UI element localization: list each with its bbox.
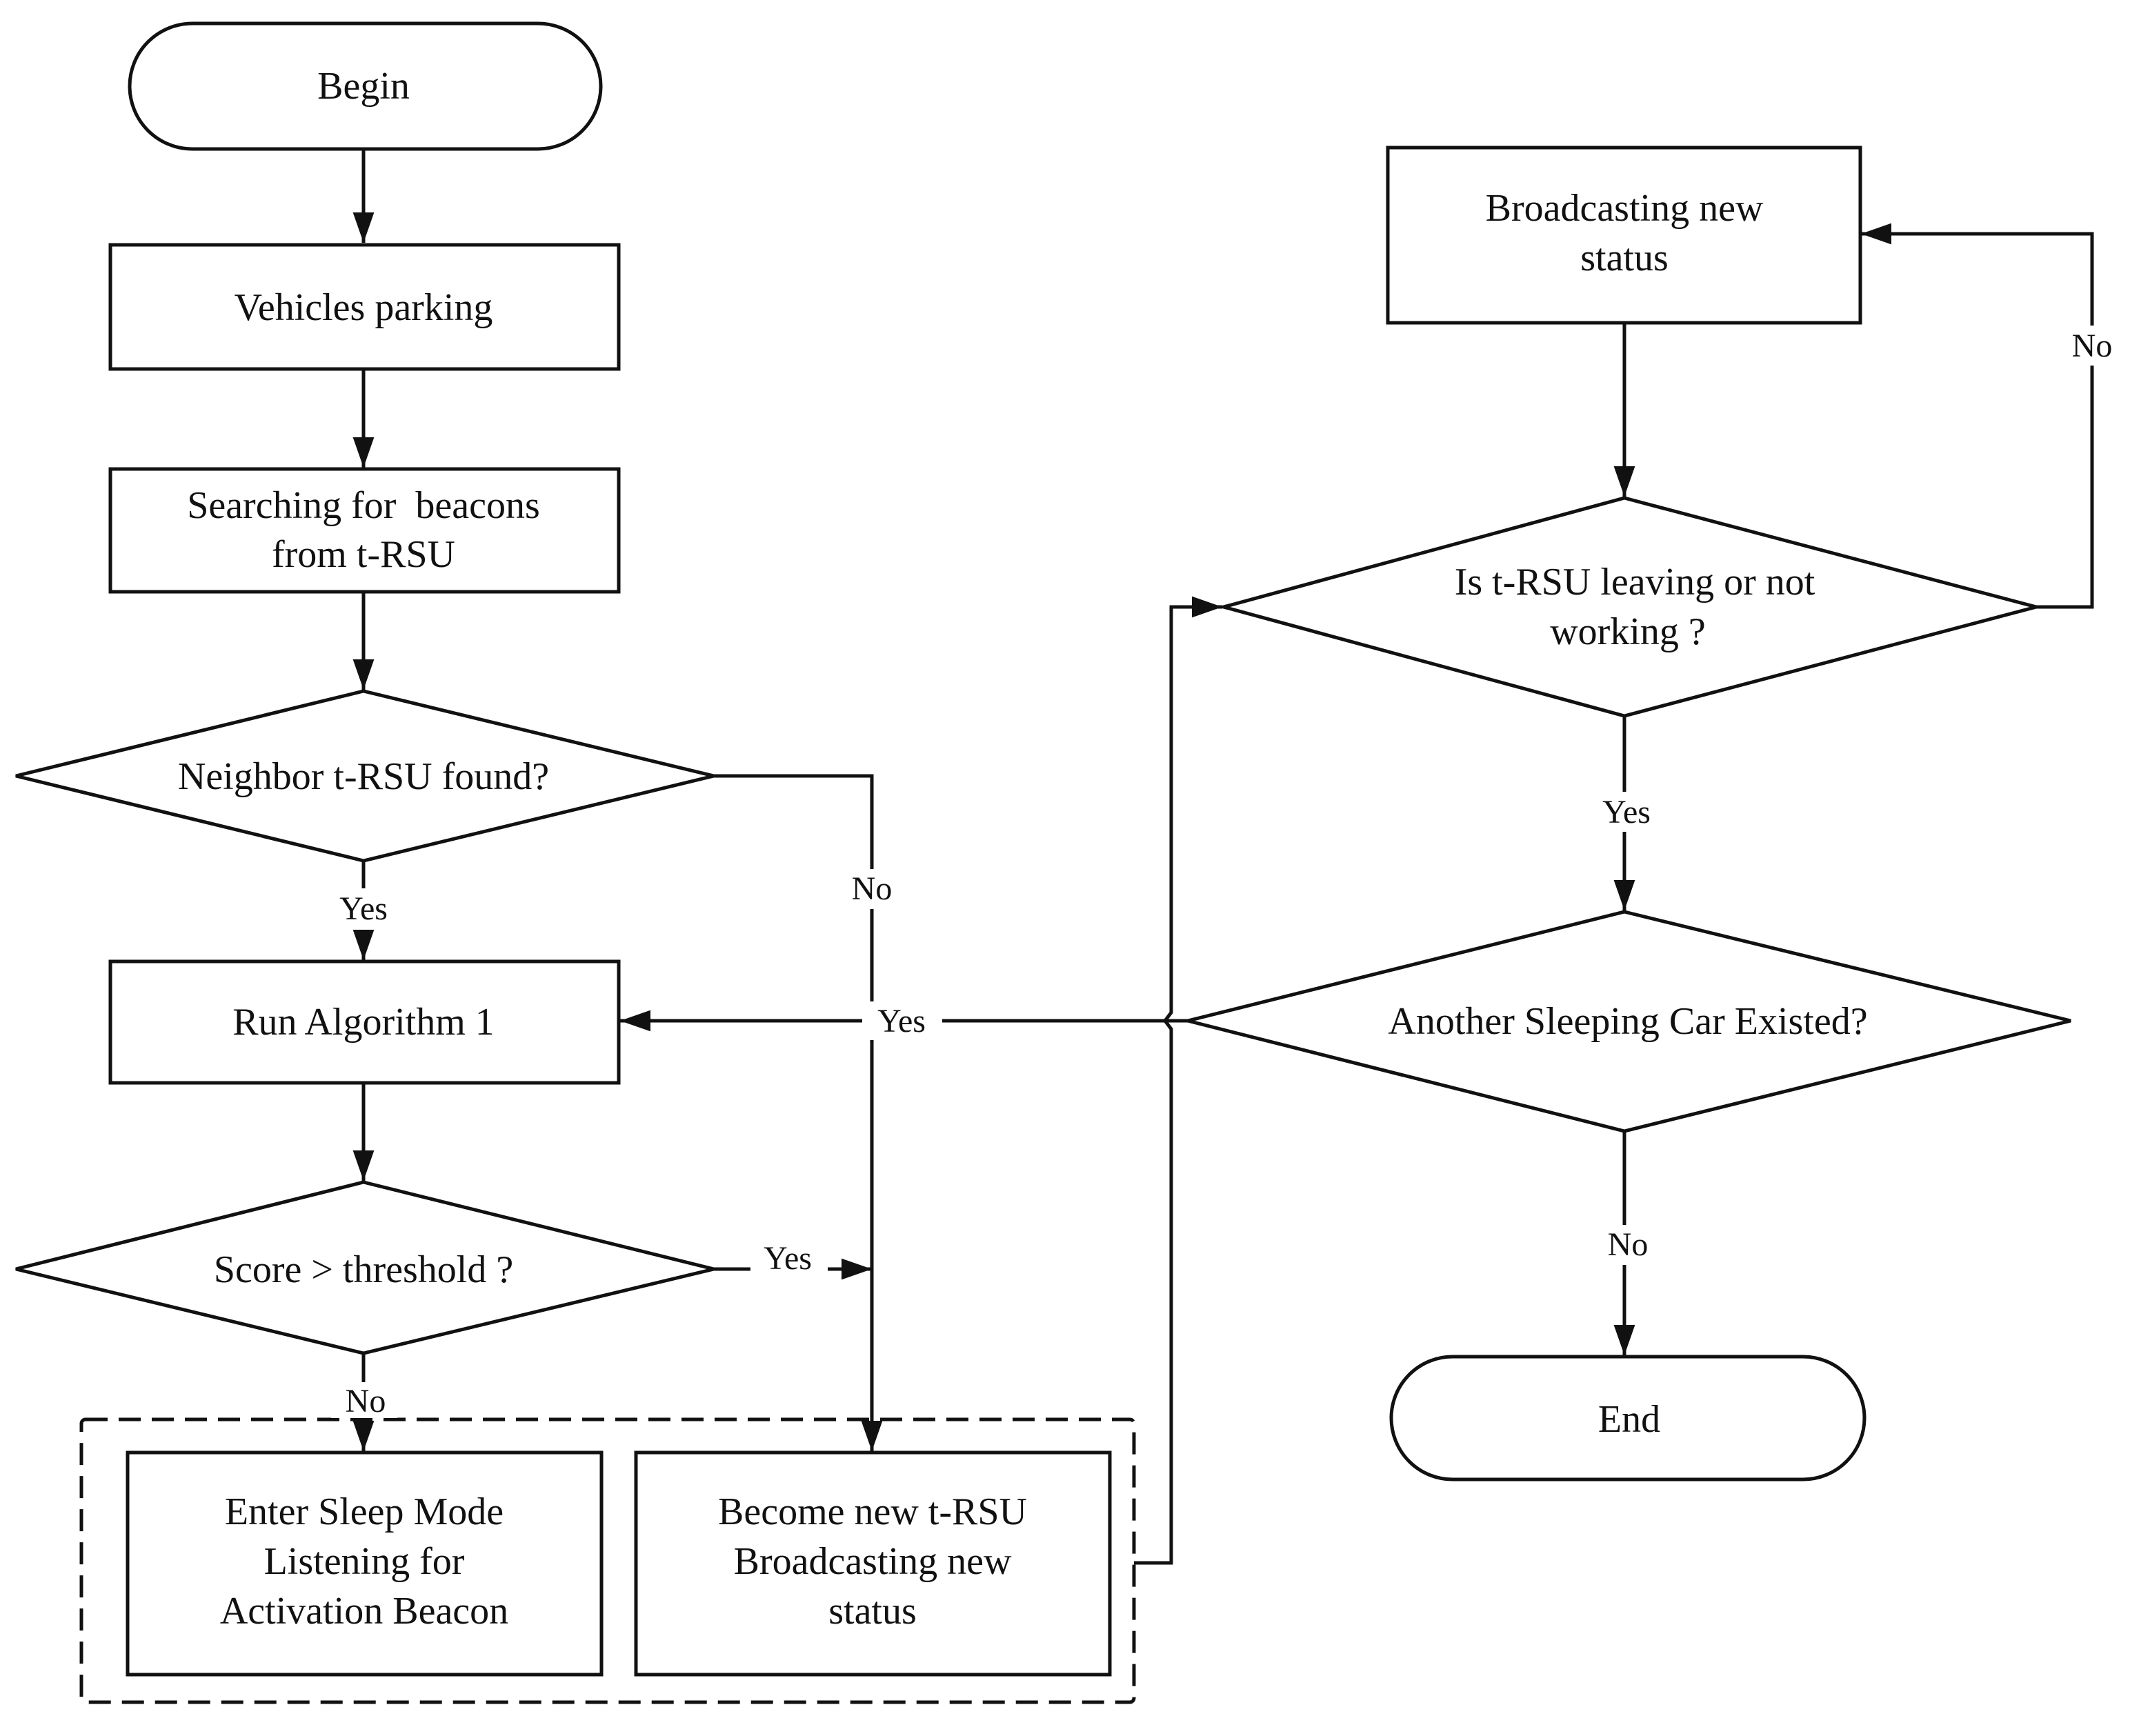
another-no-label: No: [1608, 1226, 1649, 1263]
searching-box: [108, 467, 621, 594]
enter-sleep-box: [126, 1450, 604, 1677]
score-threshold-decision: [15, 1180, 715, 1355]
another-yes-label: Yes: [877, 1003, 926, 1039]
score-no-label: No: [346, 1383, 386, 1419]
score-yes-label: Yes: [764, 1240, 812, 1277]
another-car-decision: [1187, 910, 2071, 1133]
trsu-leaving-decision: [1217, 496, 2043, 718]
leaving-yes-label: Yes: [1602, 794, 1651, 830]
score-threshold-label: Score > threshold ?: [214, 1248, 513, 1291]
trsu-leaving-label-line-2: working ?: [1550, 610, 1706, 653]
enter-sleep-label-line-2: Listening for: [264, 1540, 465, 1583]
end-label: End: [1598, 1398, 1660, 1441]
broadcasting-label-line-2: status: [1580, 237, 1669, 279]
vehicles-parking-box: [108, 243, 621, 371]
neighbor-found-label: Neighbor t-RSU found?: [178, 755, 549, 798]
neighbor-no-label: No: [852, 870, 893, 907]
trsu-leaving-label-line-1: Is t-RSU leaving or not: [1455, 561, 1815, 603]
edge-neighbor-no-to-become: [714, 774, 883, 1451]
end-terminal: [1389, 1355, 1867, 1481]
another-car-label: Another Sleeping Car Existed?: [1388, 1000, 1867, 1043]
sleep-or-broadcast-group: [79, 1417, 1136, 1704]
begin-terminal: [128, 21, 603, 151]
become-trsu-label-line-3: status: [828, 1590, 917, 1633]
searching-label-line-1: Searching for beacons: [187, 484, 540, 527]
another-yes-label-bg: [862, 1001, 942, 1040]
another-no-label-bg: [1592, 1225, 1658, 1265]
leaving-no-label: No: [2072, 328, 2113, 364]
become-trsu-label-line-1: Become new t-RSU: [718, 1490, 1027, 1533]
searching-label-line-2: from t-RSU: [272, 533, 455, 576]
score-yes-label-bg: [750, 1239, 828, 1277]
run-algorithm-label: Run Algorithm 1: [232, 1001, 495, 1044]
begin-label: Begin: [317, 65, 410, 108]
neighbor-yes-label: Yes: [339, 890, 388, 927]
run-algorithm-box: [108, 959, 621, 1085]
edges: [352, 150, 2094, 1565]
leaving-yes-label-bg: [1586, 792, 1664, 832]
broadcasting-label-line-1: Broadcasting new: [1486, 187, 1764, 230]
leaving-no-label-bg: [2060, 326, 2124, 366]
neighbor-no-label-bg: [839, 869, 905, 909]
neighbor-found-decision: [15, 689, 715, 863]
broadcasting-box: [1386, 146, 1862, 325]
vehicles-parking-label: Vehicles parking: [235, 286, 493, 329]
become-trsu-label-line-2: Broadcasting new: [734, 1540, 1012, 1583]
score-no-label-bg: [331, 1382, 397, 1418]
edge-become-to-leaving: [1134, 596, 1222, 1565]
neighbor-yes-label-bg: [324, 888, 403, 930]
edge-leaving-no-to-broadcasting: [1861, 223, 2094, 609]
enter-sleep-label-line-3: Activation Beacon: [220, 1590, 508, 1633]
become-trsu-box: [634, 1450, 1112, 1677]
enter-sleep-label-line-1: Enter Sleep Mode: [225, 1490, 504, 1533]
